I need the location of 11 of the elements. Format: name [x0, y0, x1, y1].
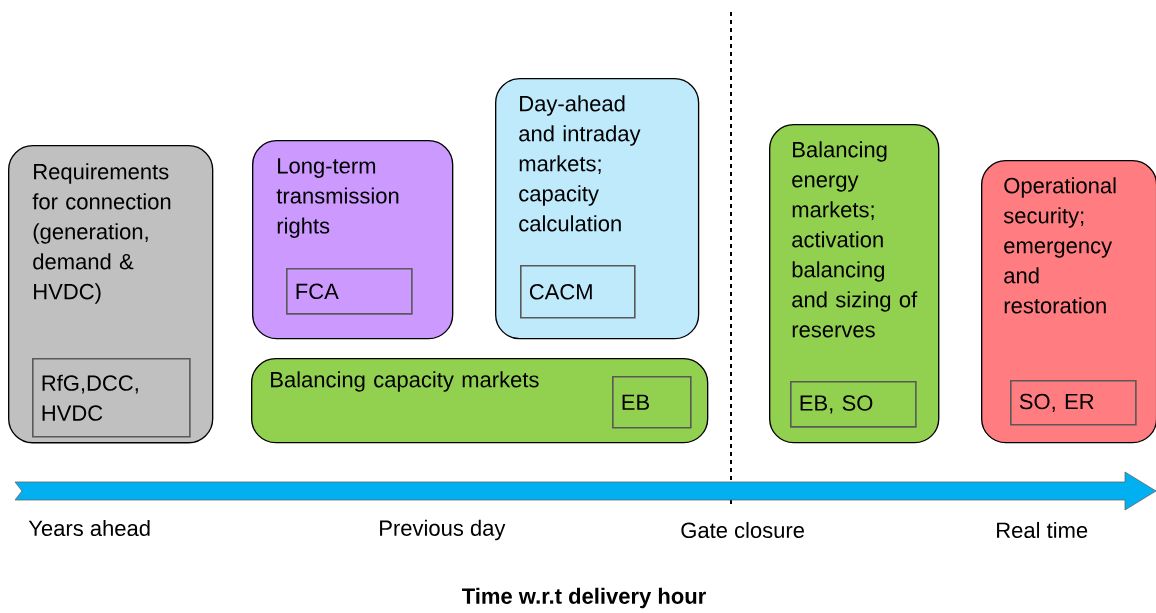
timeline-label: Years ahead [28, 519, 150, 537]
code-box: SO, ER [1010, 380, 1137, 426]
code-box: EB [612, 376, 692, 429]
axis-caption: Time w.r.t delivery hour [462, 587, 706, 609]
timeline-label: Previous day [380, 519, 506, 541]
code-box: RfG,DCC, HVDC [32, 358, 191, 438]
code-box: EB, SO [790, 381, 917, 428]
code-box: FCA [286, 268, 413, 315]
timeline-label: Real time [997, 521, 1088, 539]
code-box: CACM [520, 265, 636, 319]
timeline-label: Gate closure [681, 521, 804, 539]
